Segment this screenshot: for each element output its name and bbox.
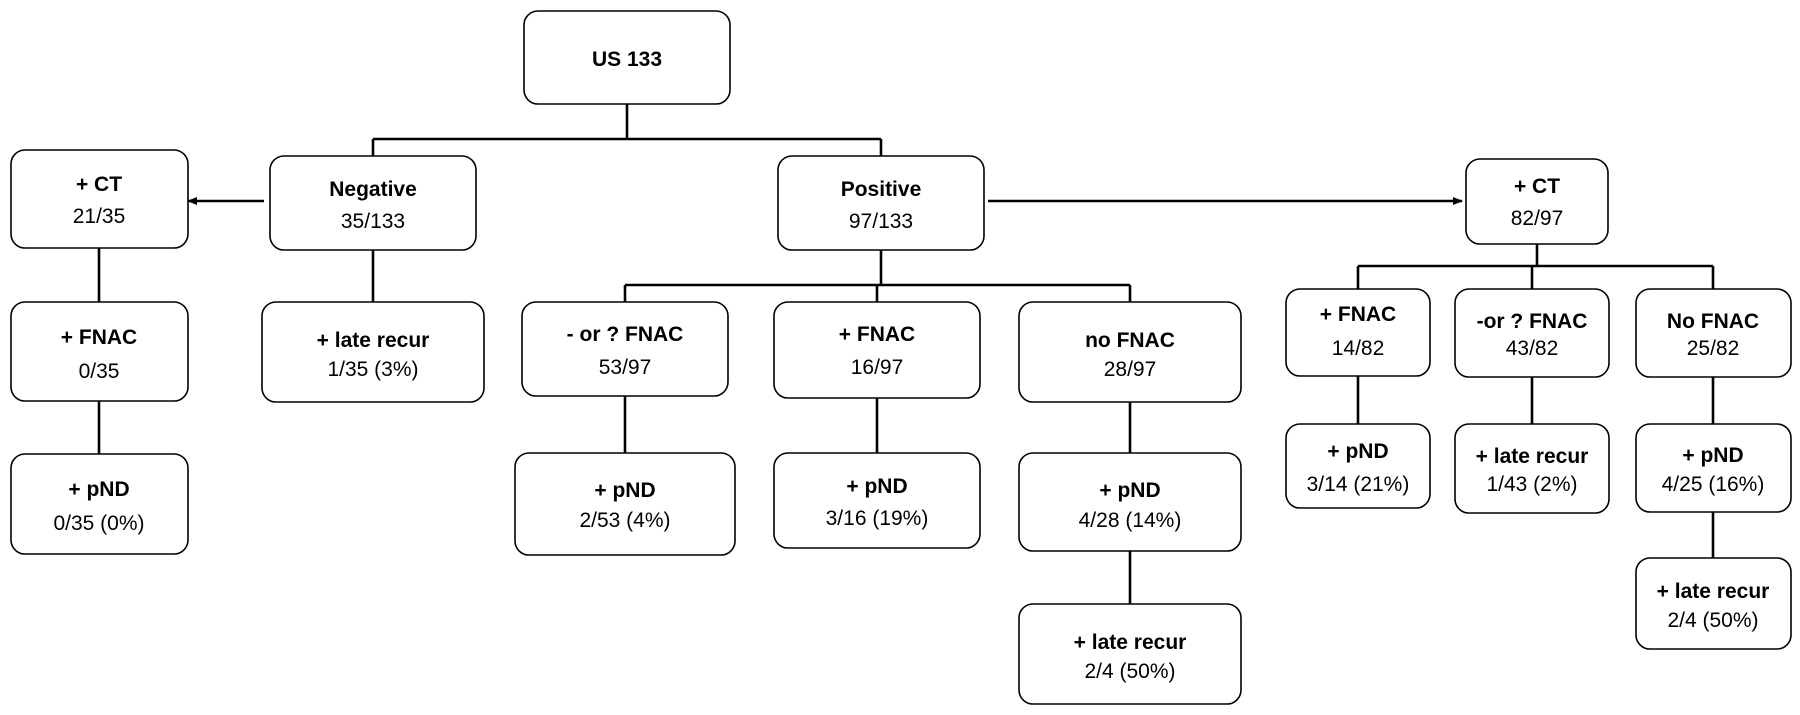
node-value: 28/97 — [1104, 358, 1157, 381]
ct-or-fnac-late-recur-node: + late recur 1/43 (2%) — [1454, 423, 1610, 514]
negative-ct-pnd-node: + pND 0/35 (0%) — [10, 453, 189, 555]
positive-no-fnac-pnd-node: + pND 4/28 (14%) — [1018, 452, 1242, 552]
node-title: Negative — [329, 178, 417, 201]
ct-no-fnac-late-recur-node: + late recur 2/4 (50%) — [1635, 557, 1792, 650]
node-title: + pND — [68, 478, 129, 501]
node-title: + pND — [1682, 444, 1743, 467]
node-title: + FNAC — [839, 323, 915, 346]
node-title: + CT — [1514, 175, 1560, 198]
positive-node: Positive 97/133 — [777, 155, 985, 251]
node-value: 43/82 — [1506, 337, 1559, 360]
node-title: Positive — [841, 178, 922, 201]
node-value: 1/35 (3%) — [327, 358, 418, 381]
node-title: + pND — [1327, 440, 1388, 463]
node-title: - or ? FNAC — [567, 323, 684, 346]
node-title: US 133 — [592, 48, 662, 71]
node-title: no FNAC — [1085, 329, 1175, 352]
negative-ct-fnac-node: + FNAC 0/35 — [10, 301, 189, 402]
node-value: 1/43 (2%) — [1486, 473, 1577, 496]
node-value: 35/133 — [341, 210, 405, 233]
node-title: + late recur — [1074, 631, 1187, 654]
node-title: + CT — [76, 173, 122, 196]
node-title: + pND — [594, 479, 655, 502]
ct-fnac-pnd-node: + pND 3/14 (21%) — [1285, 423, 1431, 509]
node-value: 0/35 — [79, 360, 120, 383]
node-title: + late recur — [1657, 580, 1770, 603]
ct-or-fnac-node: -or ? FNAC 43/82 — [1454, 288, 1610, 378]
node-value: 4/28 (14%) — [1079, 509, 1182, 532]
positive-fnac-node: + FNAC 16/97 — [773, 301, 981, 399]
node-title: -or ? FNAC — [1477, 310, 1588, 333]
node-value: 16/97 — [851, 356, 904, 379]
node-value: 53/97 — [599, 356, 652, 379]
node-value: 3/14 (21%) — [1307, 473, 1410, 496]
node-value: 3/16 (19%) — [826, 507, 929, 530]
ct-fnac-node: + FNAC 14/82 — [1285, 288, 1431, 377]
node-title: + FNAC — [1320, 303, 1396, 326]
connectors — [97, 104, 1715, 604]
node-value: 4/25 (16%) — [1662, 473, 1765, 496]
negative-node: Negative 35/133 — [269, 155, 477, 251]
node-value: 2/4 (50%) — [1667, 609, 1758, 632]
positive-no-fnac-node: no FNAC 28/97 — [1018, 301, 1242, 403]
positive-or-fnac-pnd-node: + pND 2/53 (4%) — [514, 452, 736, 556]
positive-no-fnac-late-recur-node: + late recur 2/4 (50%) — [1018, 603, 1242, 705]
positive-fnac-pnd-node: + pND 3/16 (19%) — [773, 452, 981, 549]
positive-ct-node: + CT 82/97 — [1465, 158, 1609, 245]
node-value: 21/35 — [73, 205, 126, 228]
node-value: 25/82 — [1687, 337, 1740, 360]
node-title: + FNAC — [61, 326, 137, 349]
ct-no-fnac-node: No FNAC 25/82 — [1635, 288, 1792, 378]
node-value: 2/4 (50%) — [1084, 660, 1175, 683]
node-value: 97/133 — [849, 210, 913, 233]
node-value: 0/35 (0%) — [53, 512, 144, 535]
negative-ct-node: + CT 21/35 — [10, 149, 189, 249]
node-title: No FNAC — [1667, 310, 1759, 333]
negative-late-recur-node: + late recur 1/35 (3%) — [261, 301, 485, 403]
node-title: + late recur — [317, 329, 430, 352]
node-value: 2/53 (4%) — [579, 509, 670, 532]
root-node: US 133 — [523, 10, 731, 105]
positive-or-fnac-node: - or ? FNAC 53/97 — [521, 301, 729, 397]
node-title: + pND — [1099, 479, 1160, 502]
ct-no-fnac-pnd-node: + pND 4/25 (16%) — [1635, 423, 1792, 513]
node-value: 14/82 — [1332, 337, 1385, 360]
node-title: + late recur — [1476, 445, 1589, 468]
node-title: + pND — [846, 475, 907, 498]
node-value: 82/97 — [1511, 207, 1564, 230]
